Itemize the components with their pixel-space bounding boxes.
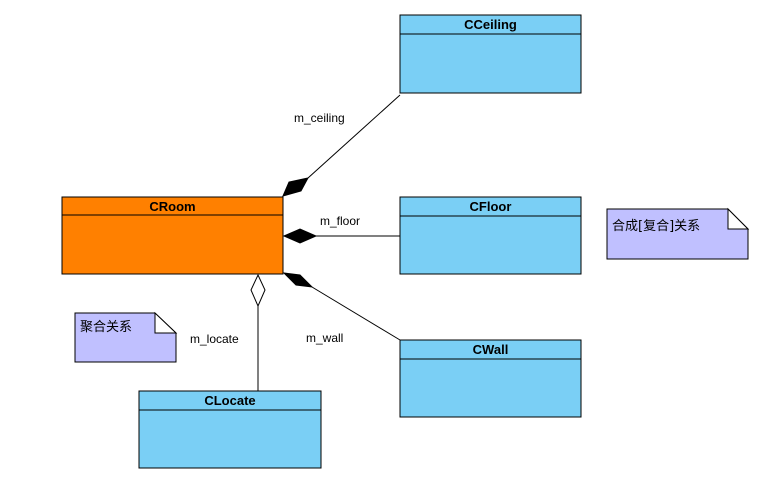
ceiling-association-line: [307, 94, 401, 179]
class-cwall[interactable]: CWall: [399, 339, 582, 418]
class-box: [61, 196, 284, 275]
locate-aggregation-diamond: [250, 273, 266, 308]
class-box: [399, 14, 582, 94]
ceiling-composition-diamond: [282, 177, 309, 197]
class-name: CFloor: [470, 199, 512, 214]
wall-association-line: [311, 286, 401, 341]
class-name: CLocate: [204, 393, 255, 408]
class-cceiling[interactable]: CCeiling: [399, 14, 582, 94]
note-body: [74, 312, 177, 363]
class-name: CCeiling: [464, 17, 517, 32]
class-name: CWall: [473, 342, 509, 357]
ceiling-role-label: m_ceiling: [294, 111, 345, 125]
note-aggregation[interactable]: 聚合关系: [74, 311, 178, 363]
wall-role-label: m_wall: [306, 331, 343, 345]
note-text: 聚合关系: [80, 320, 132, 335]
class-box: [399, 339, 582, 418]
wall-composition-diamond: [282, 272, 314, 288]
note-fold: [727, 207, 750, 230]
locate-role-label: m_locate: [190, 332, 239, 346]
class-croom[interactable]: CRoom: [61, 196, 284, 275]
note-composition[interactable]: 合成[复合]关系: [606, 207, 750, 260]
class-box: [399, 196, 582, 275]
class-clocate[interactable]: CLocate: [138, 390, 322, 469]
class-box: [138, 390, 322, 469]
note-body: [606, 208, 749, 260]
note-fold: [154, 311, 178, 334]
note-text: 合成[复合]关系: [612, 219, 700, 234]
floor-composition-diamond: [282, 228, 318, 244]
class-name: CRoom: [149, 199, 195, 214]
floor-role-label: m_floor: [320, 214, 360, 228]
class-cfloor[interactable]: CFloor: [399, 196, 582, 275]
